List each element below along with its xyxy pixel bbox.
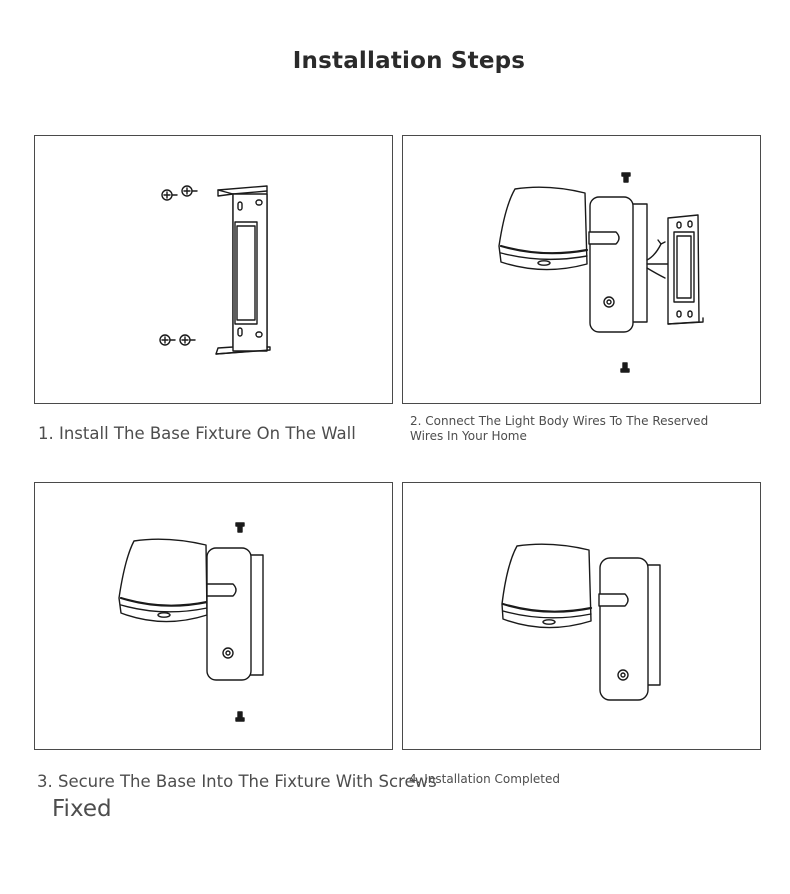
mounting-bracket-icon [667, 214, 704, 325]
page-title: Installation Steps [292, 48, 526, 74]
lamp-base-icon [206, 547, 264, 681]
step-4-illustration [402, 482, 761, 750]
step-1-caption: 1. Install The Base Fixture On The Wall [38, 424, 356, 443]
lamp-head-icon [118, 538, 209, 623]
mounting-bracket-icon [215, 185, 271, 355]
step-2-illustration [402, 135, 761, 404]
step-3-caption-continued: Fixed [52, 796, 112, 822]
screw-icon [159, 185, 198, 346]
step-2-caption: 2. Connect The Light Body Wires To The R… [410, 414, 709, 443]
lamp-head-icon [498, 186, 589, 271]
step-3-illustration [34, 482, 393, 750]
step-4-caption: 4. Installation Completed [409, 772, 560, 786]
screw-icon [620, 172, 631, 373]
lamp-base-icon [598, 557, 661, 701]
screw-icon [235, 522, 245, 722]
lamp-base-icon [588, 196, 648, 333]
lamp-head-icon [501, 543, 593, 629]
step-3-caption: 3. Secure The Base Into The Fixture With… [37, 772, 437, 791]
step-1-illustration [34, 135, 393, 404]
